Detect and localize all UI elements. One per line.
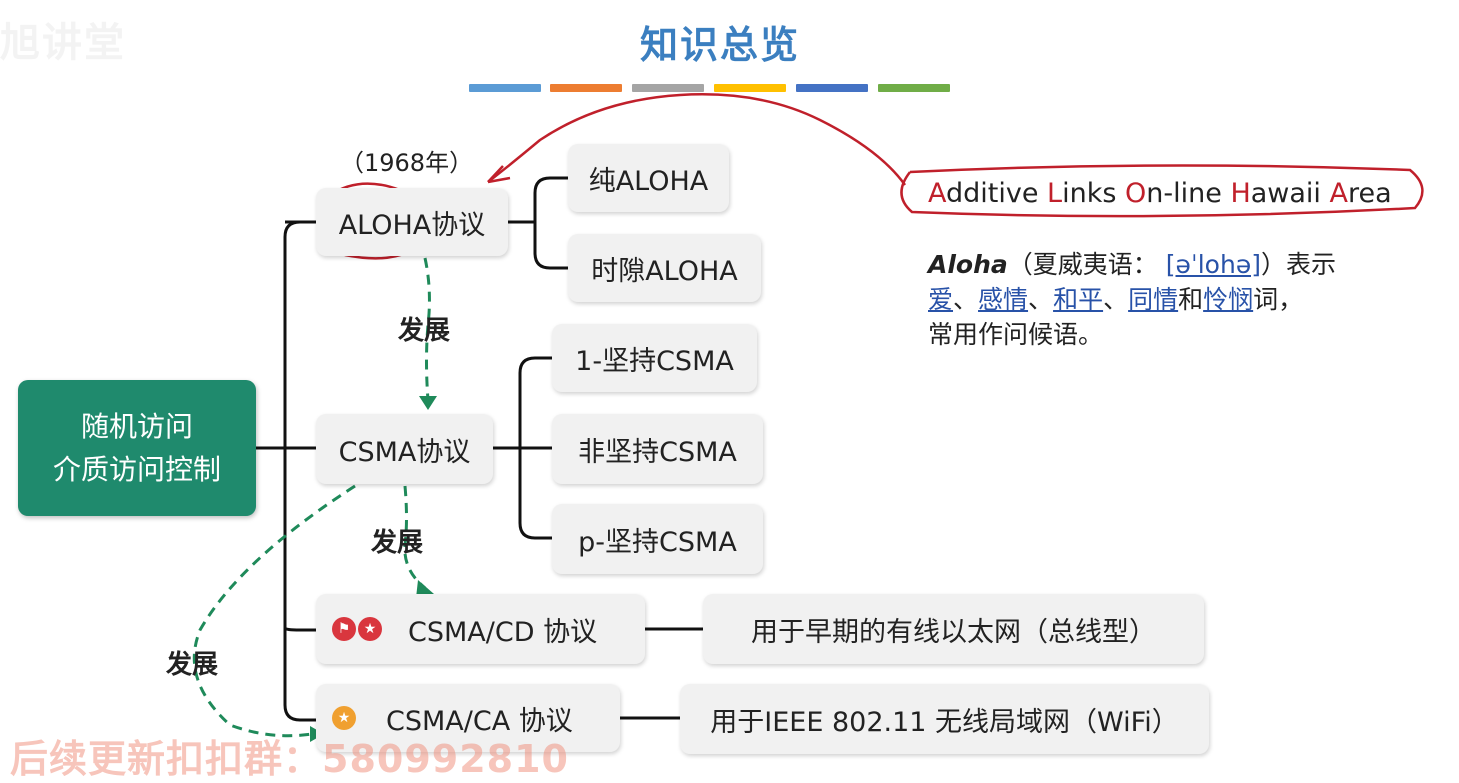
meaning-link-love[interactable]: 爱	[928, 285, 954, 314]
color-bar-6	[878, 84, 950, 92]
acronym-initial-4: H	[1230, 178, 1251, 209]
meaning-tail: 词，	[1253, 285, 1304, 314]
color-bar-5	[796, 84, 868, 92]
acronym-initial-1: A	[928, 178, 946, 209]
color-bar-3	[632, 84, 704, 92]
star-icon: ★	[358, 617, 382, 641]
separator: 、	[953, 285, 979, 314]
develop-arrowhead-1	[419, 396, 437, 410]
flag-icon: ⚑	[332, 617, 356, 641]
csma-ca-protocol-node: ★ CSMA/CA 协议	[316, 684, 620, 752]
aloha-lang-suffix: ）表示	[1260, 250, 1336, 279]
csma-protocol-label: CSMA协议	[338, 436, 471, 468]
main-trunk	[283, 220, 318, 722]
slotted-aloha-label: 时隙ALOHA	[591, 255, 738, 287]
separator: 、	[1028, 285, 1054, 314]
non-persistent-csma-node: 非坚持CSMA	[552, 414, 763, 484]
color-bar-4	[714, 84, 786, 92]
one-persistent-csma-label: 1-坚持CSMA	[575, 345, 734, 377]
meaning-link-pity[interactable]: 怜悯	[1203, 285, 1254, 314]
page-title: 知识总览	[639, 23, 800, 67]
acronym-rest-3: n-line	[1146, 178, 1231, 209]
csma-cd-protocol-node: ⚑ ★ CSMA/CD 协议	[316, 594, 645, 664]
one-persistent-csma-node: 1-坚持CSMA	[552, 324, 757, 392]
acronym-rest-2: inks	[1062, 178, 1125, 209]
csma-ca-description-node: 用于IEEE 802.11 无线局域网（WiFi）	[680, 684, 1209, 754]
star-badge-icon: ★	[332, 706, 356, 730]
develop-arrow-1	[423, 257, 431, 401]
develop-label-1: 发展	[398, 316, 451, 346]
meaning-link-peace[interactable]: 和平	[1053, 285, 1104, 314]
aloha-children-bracket	[508, 176, 568, 270]
csma-protocol-node: CSMA协议	[316, 414, 493, 484]
acronym-rest-1: dditive	[946, 178, 1048, 209]
develop-arrowhead-2	[416, 580, 434, 598]
aloha-word: Aloha	[928, 250, 1008, 279]
csma-children-bracket	[493, 356, 552, 540]
aloha-acronym: Additive Links On-line Hawaii Area	[928, 178, 1392, 209]
meaning-link-affection[interactable]: 感情	[978, 285, 1029, 314]
separator: 、	[1103, 285, 1129, 314]
color-bar-2	[550, 84, 622, 92]
non-persistent-csma-label: 非坚持CSMA	[578, 436, 737, 468]
aloha-meaning-text: Aloha（夏威夷语： [əˈlohə]）表示 爱、感情、和平、同情和怜悯词， …	[928, 247, 1398, 352]
csma-ca-protocol-label: CSMA/CA 协议	[386, 705, 573, 737]
pure-aloha-node: 纯ALOHA	[568, 144, 729, 212]
slotted-aloha-node: 时隙ALOHA	[568, 234, 761, 302]
conjunction: 和	[1178, 285, 1204, 314]
year-label: （1968年）	[340, 149, 474, 177]
csma-cd-description-node: 用于早期的有线以太网（总线型）	[703, 594, 1204, 664]
acronym-initial-3: O	[1125, 178, 1147, 209]
aloha-meaning-line2: 爱、感情、和平、同情和怜悯词，	[928, 282, 1398, 317]
aloha-protocol-label: ALOHA协议	[338, 209, 486, 241]
aloha-ipa-link[interactable]: [əˈlohə]	[1165, 250, 1261, 279]
meaning-link-sympathy[interactable]: 同情	[1128, 285, 1179, 314]
csma-cd-protocol-label: CSMA/CD 协议	[408, 616, 598, 648]
p-persistent-csma-node: p-坚持CSMA	[552, 504, 763, 574]
annotation-circle-acronym	[900, 164, 1424, 218]
acronym-initial-2: L	[1047, 178, 1063, 209]
pure-aloha-label: 纯ALOHA	[588, 165, 709, 197]
root-label-line2: 介质访问控制	[52, 453, 221, 486]
annotation-arrow-head	[487, 165, 511, 184]
p-persistent-csma-label: p-坚持CSMA	[578, 526, 737, 558]
color-bar-1	[469, 84, 541, 92]
develop-arrow-2	[403, 485, 426, 590]
csma-ca-description: 用于IEEE 802.11 无线局域网（WiFi）	[710, 706, 1179, 738]
aloha-lang-prefix: （夏威夷语：	[1007, 250, 1158, 279]
develop-arrow-3	[192, 484, 356, 738]
acronym-rest-4: awaii	[1250, 178, 1330, 209]
develop-label-2: 发展	[371, 528, 424, 558]
aloha-meaning-line3: 常用作问候语。	[928, 320, 1104, 349]
acronym-initial-5: A	[1329, 178, 1348, 209]
watermark-group-number: 后续更新扣扣群：580992810	[10, 737, 569, 781]
watermark-logo: 旭讲堂	[0, 20, 126, 66]
root-label-line1: 随机访问	[80, 410, 193, 443]
csma-cd-description: 用于早期的有线以太网（总线型）	[751, 616, 1156, 648]
root-node: 随机访问 介质访问控制	[18, 380, 256, 516]
aloha-meaning-line1: Aloha（夏威夷语： [əˈlohə]）表示	[928, 247, 1398, 282]
aloha-protocol-node: ALOHA协议	[316, 188, 508, 256]
acronym-rest-5: rea	[1348, 178, 1392, 209]
annotation-arrow-curve	[487, 93, 907, 186]
develop-label-3: 发展	[166, 650, 219, 680]
csma-cd-branch	[283, 627, 316, 632]
